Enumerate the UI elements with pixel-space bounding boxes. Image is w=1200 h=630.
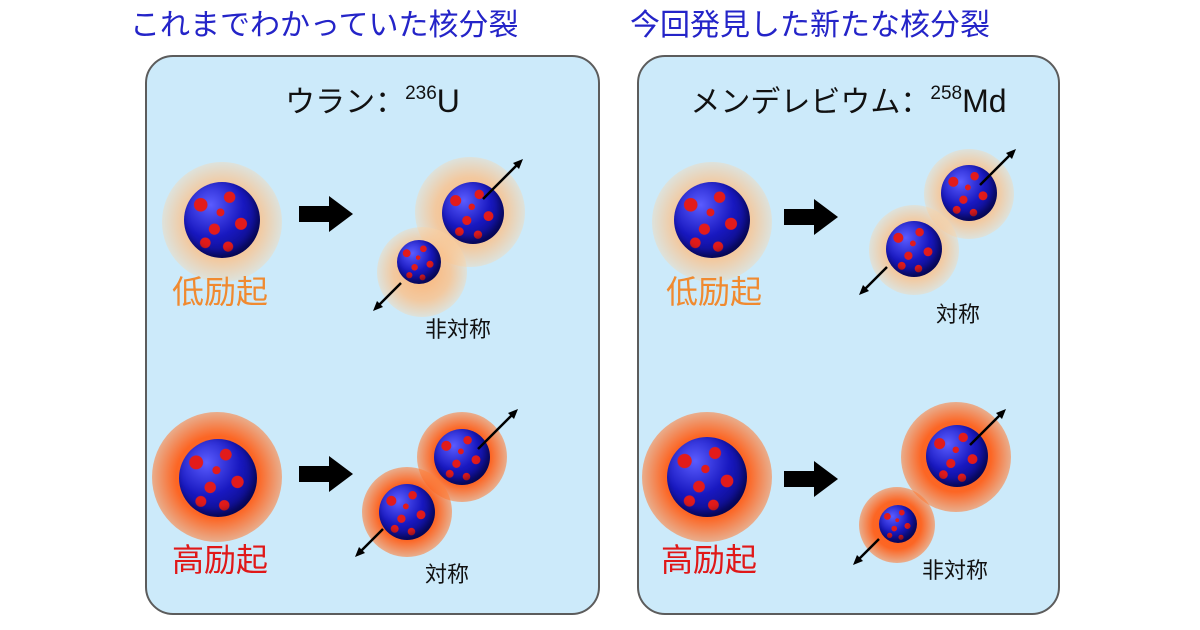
outgoing-arrow-icon: [355, 528, 384, 557]
outgoing-arrow-icon: [859, 266, 888, 295]
outgoing-arrow-icon: [477, 409, 518, 450]
outgoing-arrow-icon: [373, 282, 402, 311]
fission-result-label: 非対称: [425, 318, 492, 343]
fragment-a: [434, 429, 490, 485]
low-excitation-label: 低励起: [172, 273, 269, 311]
outgoing-arrow-icon: [969, 409, 1006, 446]
fission-result-label: 対称: [425, 563, 470, 588]
isotope-mass: 236: [405, 83, 437, 104]
high-excitation-label: 高励起: [172, 541, 269, 579]
outgoing-arrow-icon: [853, 538, 880, 565]
heavy-fragment: [442, 182, 504, 244]
high-excitation-label: 高励起: [661, 541, 758, 579]
fission-result-label: 非対称: [922, 559, 989, 584]
heavy-fragment: [926, 425, 988, 487]
parent-nucleus-high: [179, 439, 257, 517]
parent-nucleus-high: [667, 437, 747, 517]
fragment-b: [379, 484, 435, 540]
heading-new-fission: 今回発見した新たな核分裂: [630, 8, 990, 43]
mendelevium-panel: メンデレビウム：258Md 低励起 対称 高励起 非対称: [637, 55, 1060, 615]
isotope-symbol: Md: [962, 83, 1007, 119]
light-fragment: [397, 240, 441, 284]
reaction-arrow-icon: [299, 456, 353, 492]
fragment-b: [886, 221, 942, 277]
parent-nucleus-low: [184, 182, 260, 258]
panel-title-uranium: ウラン：236U: [147, 77, 598, 121]
reaction-arrow-icon: [784, 461, 838, 497]
isotope-symbol: U: [436, 83, 460, 119]
isotope-mass: 258: [930, 83, 963, 104]
panel-title-mendelevium: メンデレビウム：258Md: [639, 77, 1058, 121]
low-excitation-label: 低励起: [666, 273, 763, 311]
reaction-arrow-icon: [299, 196, 353, 232]
fragment-a: [941, 165, 997, 221]
element-name: メンデレビウム：: [690, 85, 931, 120]
light-fragment: [879, 505, 917, 543]
fission-result-label: 対称: [936, 303, 981, 328]
reaction-arrow-icon: [784, 199, 838, 235]
outgoing-arrow-icon: [979, 149, 1016, 186]
heading-known-fission: これまでわかっていた核分裂: [130, 8, 519, 43]
outgoing-arrow-icon: [482, 159, 523, 200]
parent-nucleus-low: [674, 182, 750, 258]
uranium-panel: ウラン：236U 低励起 非対称 高励起 対称: [145, 55, 600, 615]
element-name: ウラン：: [285, 85, 406, 120]
